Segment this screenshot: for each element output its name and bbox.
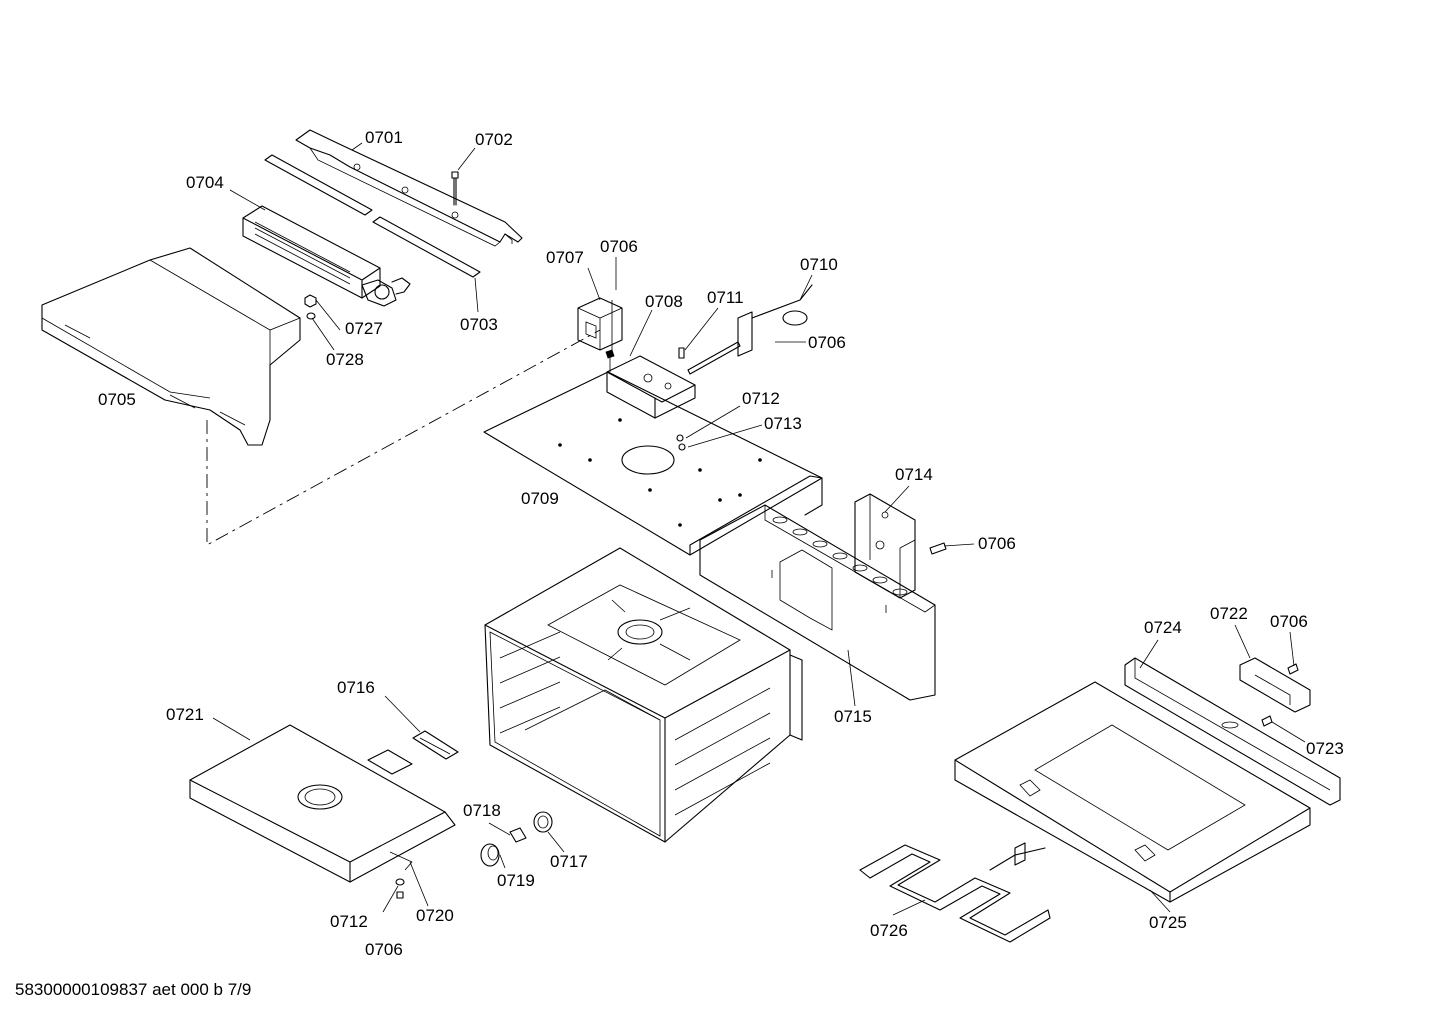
- document-code: 58300000109837 aet 000 b 7/9: [15, 980, 252, 999]
- callout-0715: 0715: [834, 707, 872, 726]
- part-0721-bottom-plate: [189, 724, 456, 883]
- leader-lines: [212, 142, 1306, 916]
- callout-0716: 0716: [337, 678, 375, 697]
- callout-0723: 0723: [1306, 739, 1344, 758]
- callout-0706-a: 0706: [600, 237, 638, 256]
- part-0705-air-duct: [41, 247, 301, 446]
- part-0717-lamp-ring: [533, 811, 553, 833]
- callout-0708: 0708: [645, 292, 683, 311]
- callout-0714: 0714: [895, 465, 933, 484]
- callout-0722: 0722: [1210, 604, 1248, 623]
- callout-0705: 0705: [98, 390, 136, 409]
- callout-0706-e: 0706: [365, 940, 403, 959]
- callout-0707: 0707: [546, 248, 584, 267]
- part-0712-0713-nut-washer: [676, 434, 686, 451]
- part-0714-fan-bracket: [854, 493, 916, 599]
- part-0716-lamp-gasket: [412, 730, 459, 760]
- part-0712-0706-bottom-hardware: [395, 878, 405, 899]
- callout-0724: 0724: [1144, 618, 1182, 637]
- callout-0706-d: 0706: [1270, 612, 1308, 631]
- callout-0706-c: 0706: [978, 534, 1016, 553]
- callout-0720: 0720: [416, 906, 454, 925]
- part-0723-screw: [1261, 715, 1273, 727]
- part-0719-lamp-knob: [480, 843, 500, 867]
- callout-0703: 0703: [460, 315, 498, 334]
- part-0708-control-box: [605, 300, 696, 419]
- assembly-line: [206, 329, 601, 546]
- part-oven-cavity: [484, 547, 803, 843]
- part-0724-rail: [1124, 657, 1341, 806]
- part-0728-washer: [306, 312, 316, 320]
- part-0701-top-bracket: [295, 129, 523, 247]
- callout-0727: 0727: [345, 319, 383, 338]
- part-0707-transformer: [577, 297, 623, 351]
- callout-0726: 0726: [870, 921, 908, 940]
- callout-0712-b: 0712: [330, 912, 368, 931]
- callout-0713: 0713: [764, 414, 802, 433]
- callout-0719: 0719: [497, 871, 535, 890]
- part-0711-sensor-rod: [678, 341, 741, 375]
- callout-0706-b: 0706: [808, 333, 846, 352]
- callout-0704: 0704: [186, 173, 224, 192]
- callout-0712-a: 0712: [742, 389, 780, 408]
- part-0722-bracket: [1239, 657, 1311, 713]
- callout-0711: 0711: [707, 288, 744, 307]
- part-0725-bottom-tray: [954, 681, 1311, 903]
- callout-0728: 0728: [326, 350, 364, 369]
- part-0727-nut: [304, 294, 317, 308]
- callout-0717: 0717: [550, 852, 588, 871]
- callout-0721: 0721: [166, 705, 204, 724]
- part-0726-heating-element: [859, 842, 1051, 943]
- part-0718-lamp-socket: [509, 827, 527, 843]
- callout-0718: 0718: [463, 801, 501, 820]
- part-0704-tangential-fan: [242, 205, 411, 307]
- part-0703-gasket-strips: [264, 154, 481, 278]
- callout-0702: 0702: [475, 130, 513, 149]
- part-0706-screw-rear: [929, 542, 947, 555]
- callout-0725: 0725: [1149, 913, 1187, 932]
- part-0715-rear-panel: [699, 504, 936, 701]
- callout-0710: 0710: [800, 255, 838, 274]
- callout-0701: 0701: [365, 128, 403, 147]
- callout-0709: 0709: [521, 489, 559, 508]
- part-0709-base-plate: [483, 371, 823, 556]
- callout-labels: 0701 0702 0703 0704 0705 0706 0706 0706 …: [98, 128, 1344, 959]
- part-0710-temperature-sensor: [737, 284, 813, 357]
- part-0702-screw: [451, 171, 459, 206]
